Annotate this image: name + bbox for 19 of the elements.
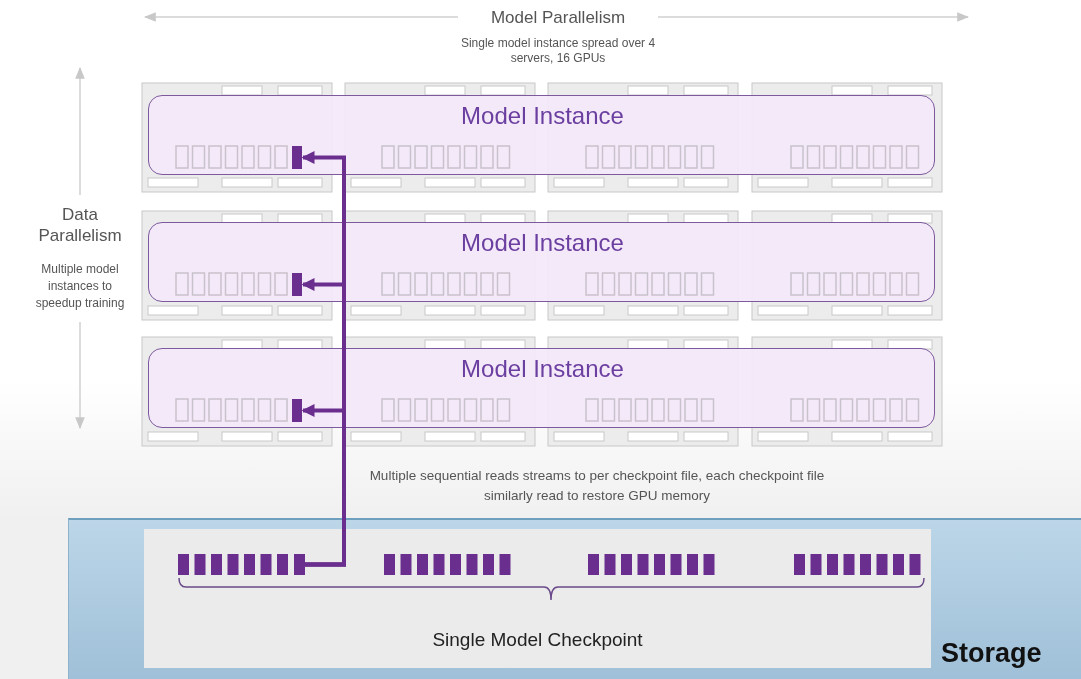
arrow — [301, 404, 346, 567]
note: Multiple sequential reads streams to per checkpoint file, each checkpoint file similarly read to restore GPU memory — [368, 467, 826, 505]
checkpoint-caption: Single Model Checkpoint — [431, 629, 644, 651]
gpu-slot — [292, 273, 302, 296]
storage-band — [68, 518, 1081, 679]
axis-title: Data Parallelism — [37, 204, 123, 247]
instance-title: Model Instance — [460, 229, 625, 257]
instance-title: Model Instance — [460, 102, 625, 130]
gpu-slot — [292, 146, 302, 169]
gpu-slot — [292, 399, 302, 422]
checkpoint-panel — [144, 529, 931, 668]
instance-title: Model Instance — [460, 355, 625, 383]
storage-title: Storage — [941, 638, 1043, 669]
axis-note: Multiple model instances to speedup training — [34, 261, 126, 312]
model-instance-box — [148, 222, 935, 302]
model-instance-box — [148, 348, 935, 428]
axis-note: Single model instance spread over 4 servers, 16 GPUs — [459, 36, 657, 66]
model-instance-box — [148, 95, 935, 175]
checkpoint-file-block — [294, 554, 305, 575]
